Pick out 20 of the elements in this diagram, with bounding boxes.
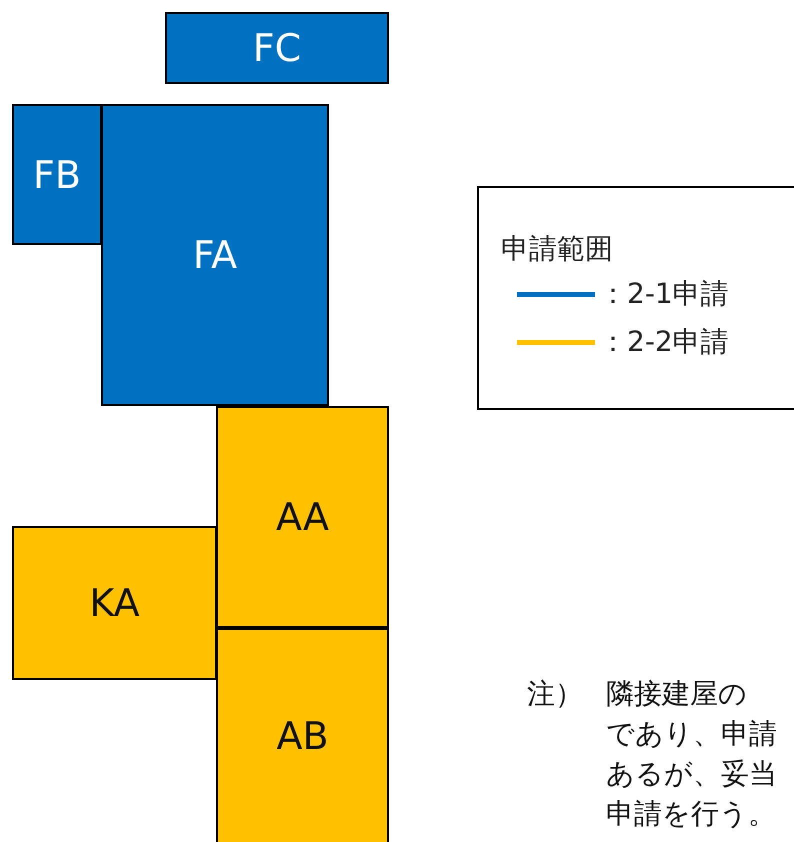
block-label: AA [276, 498, 330, 536]
note-text: であり、申請 [606, 720, 777, 748]
block-label: KA [89, 584, 140, 622]
building-block [12, 526, 217, 680]
building-block [165, 12, 389, 84]
block-label: FB [33, 156, 81, 194]
building-block [12, 104, 102, 245]
block-label: FA [192, 236, 238, 274]
building-block [216, 628, 389, 842]
building-block [216, 406, 389, 628]
note-text: 隣接建屋の [606, 680, 747, 708]
legend-text: ：2-2申請 [599, 328, 729, 356]
legend-text: ：2-1申請 [599, 280, 729, 308]
block-label: FC [252, 29, 302, 67]
block-label: AB [276, 717, 329, 755]
building-block [101, 104, 329, 406]
legend-title: 申請範囲 [501, 235, 613, 263]
note-text: あるが、妥当 [606, 760, 777, 788]
note-text: 申請を行う。 [606, 800, 776, 828]
note-mark: 注） [527, 680, 583, 708]
